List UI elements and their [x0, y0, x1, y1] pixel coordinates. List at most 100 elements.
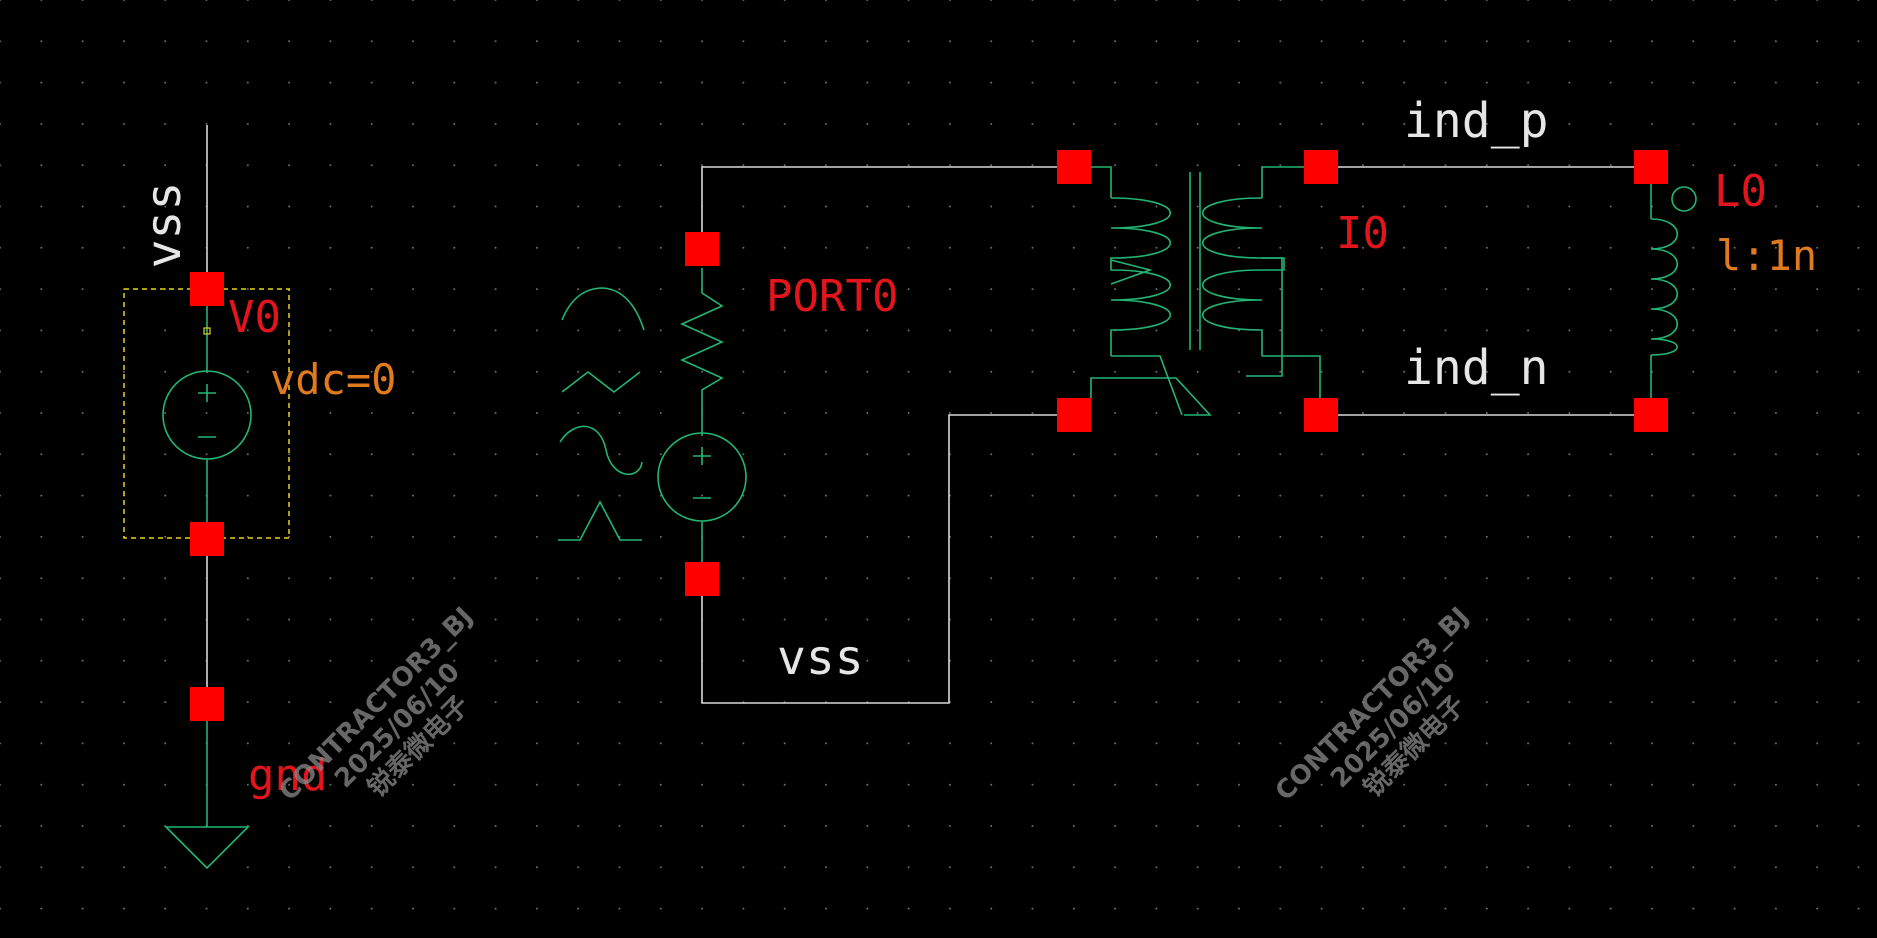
grid-dot [205, 453, 208, 456]
pin-port-top[interactable] [685, 232, 719, 266]
grid-dot [370, 742, 373, 745]
grid-dot [577, 288, 580, 291]
grid-dot [1155, 907, 1158, 910]
grid-dot [1609, 329, 1612, 332]
grid-dot [1361, 742, 1364, 745]
grid-dot [246, 370, 249, 373]
wire-vss-bottom[interactable] [701, 414, 1074, 704]
grid-dot [1609, 81, 1612, 84]
grid-dot [1403, 618, 1406, 621]
grid-dot [659, 288, 662, 291]
inductor-l0[interactable] [1650, 184, 1697, 398]
grid-dot [81, 618, 84, 621]
grid-dot [370, 825, 373, 827]
grid-dot [1238, 907, 1240, 910]
grid-dot [1114, 288, 1117, 291]
pin-l0-bottom[interactable] [1634, 398, 1668, 432]
grid-dot [825, 370, 827, 373]
grid-dot [1485, 825, 1488, 827]
grid-dot [742, 246, 745, 249]
grid-dot [453, 81, 456, 84]
grid-dot [1403, 866, 1406, 869]
grid-dot [1527, 246, 1530, 249]
net-label-vss-left: vss [136, 182, 192, 269]
grid-dot [825, 453, 827, 456]
grid-dot [1609, 246, 1612, 249]
grid-dot [1279, 412, 1282, 414]
pin-v0-bottom[interactable] [190, 522, 224, 556]
grid-dot [742, 577, 745, 580]
grid-dot [1444, 866, 1447, 869]
grid-dot [412, 783, 414, 786]
grid-dot [205, 907, 208, 910]
grid-dot [1320, 370, 1323, 373]
grid-dot [1320, 0, 1323, 1]
grid-dot [825, 618, 827, 621]
grid-dot [1155, 205, 1158, 208]
grid-dot [1361, 453, 1364, 456]
grid-dot [164, 701, 167, 704]
grid-dot [1857, 577, 1860, 580]
transformer-i0[interactable] [1090, 166, 1321, 416]
xfmr-secondary-top-lead [1261, 166, 1304, 198]
grid-dot [866, 494, 869, 497]
grid-dot [494, 701, 497, 704]
grid-dot [1527, 453, 1530, 456]
grid-dot [1114, 412, 1117, 414]
selection-handle[interactable] [203, 327, 211, 335]
grid-dot [1238, 122, 1240, 125]
pin-l0-top[interactable] [1634, 150, 1668, 184]
grid-dot [288, 577, 291, 580]
grid-dot [1072, 370, 1075, 373]
grid-dot [453, 40, 456, 43]
grid-dot [164, 164, 167, 167]
grid-dot [1485, 0, 1488, 1]
grid-dot [329, 329, 332, 332]
pin-xfmr-secondary-bottom[interactable] [1304, 398, 1338, 432]
gnd-symbol[interactable] [164, 720, 250, 870]
grid-dot [1857, 866, 1860, 869]
grid-dot [288, 329, 291, 332]
grid-dot [866, 288, 869, 291]
grid-dot [81, 412, 84, 414]
grid-dot [1320, 783, 1323, 786]
grid-dot [1733, 81, 1736, 84]
grid-dot [81, 535, 84, 538]
grid-dot [825, 288, 827, 291]
grid-dot [0, 329, 1, 332]
grid-dot [1651, 288, 1653, 291]
inductor-coils [1650, 218, 1679, 356]
grid-dot [288, 783, 291, 786]
port0-symbol[interactable] [558, 268, 747, 562]
grid-dot [1857, 370, 1860, 373]
grid-dot [1692, 701, 1695, 704]
grid-dot [535, 701, 538, 704]
pin-v0-top[interactable] [190, 272, 224, 306]
grid-dot [742, 40, 745, 43]
grid-dot [1114, 164, 1117, 167]
grid-dot [659, 0, 662, 1]
pin-xfmr-primary-top[interactable] [1057, 150, 1091, 184]
grid-dot [1031, 494, 1034, 497]
grid-dot [1403, 288, 1406, 291]
grid-dot [1568, 494, 1571, 497]
grid-dot [1609, 40, 1612, 43]
grid-dot [0, 866, 1, 869]
grid-dot [990, 618, 993, 621]
grid-dot [1568, 535, 1571, 538]
grid-dot [453, 659, 456, 662]
pin-xfmr-secondary-top[interactable] [1304, 150, 1338, 184]
grid-dot [1444, 577, 1447, 580]
pin-gnd[interactable] [190, 687, 224, 721]
wire-port-top[interactable] [701, 166, 1074, 249]
grid-dot [948, 412, 951, 414]
grid-dot [825, 783, 827, 786]
pin-port-bottom[interactable] [685, 562, 719, 596]
grid-dot [1196, 164, 1199, 167]
pin-xfmr-primary-bottom[interactable] [1057, 398, 1091, 432]
grid-dot [577, 164, 580, 167]
grid-dot [825, 659, 827, 662]
grid-dot [40, 535, 43, 538]
grid-dot [783, 0, 786, 1]
